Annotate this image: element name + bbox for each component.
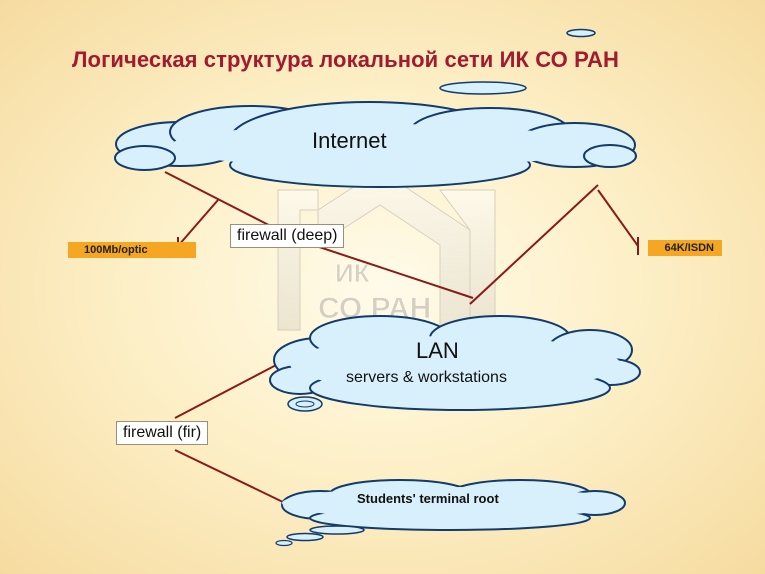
firewall-deep-box: firewall (deep) (230, 224, 345, 248)
students-label: Students' terminal root (357, 491, 499, 506)
students-cloud (281, 479, 626, 531)
lan-cloud (269, 315, 641, 411)
line-right-link (597, 189, 639, 247)
line-internet-right (469, 184, 599, 305)
internet-cloud (114, 101, 637, 188)
lan-sublabel: servers & workstations (346, 369, 507, 386)
page-title: Логическая структура локальной сети ИК С… (72, 47, 619, 72)
small-cloud-students-2 (286, 532, 324, 542)
lan-label: LAN (416, 338, 459, 363)
link-left-tag: 100Mb/optic (68, 242, 196, 258)
internet-label: Internet (312, 128, 387, 153)
link-right-tag: 64K/ISDN (648, 240, 722, 256)
watermark-logo: ИК СО РАН (277, 169, 496, 331)
line-lan-fir (174, 362, 281, 419)
small-cloud-top (566, 28, 596, 38)
line-fir-students (174, 449, 286, 504)
line-left-link (177, 199, 219, 247)
small-cloud-top-2 (439, 81, 527, 95)
small-cloud-students-1 (309, 525, 365, 535)
small-cloud-lan-2 (295, 400, 315, 408)
small-cloud-students-3 (275, 539, 293, 547)
firewall-fir-box: firewall (fir) (116, 421, 209, 445)
small-cloud-lan (287, 396, 323, 412)
